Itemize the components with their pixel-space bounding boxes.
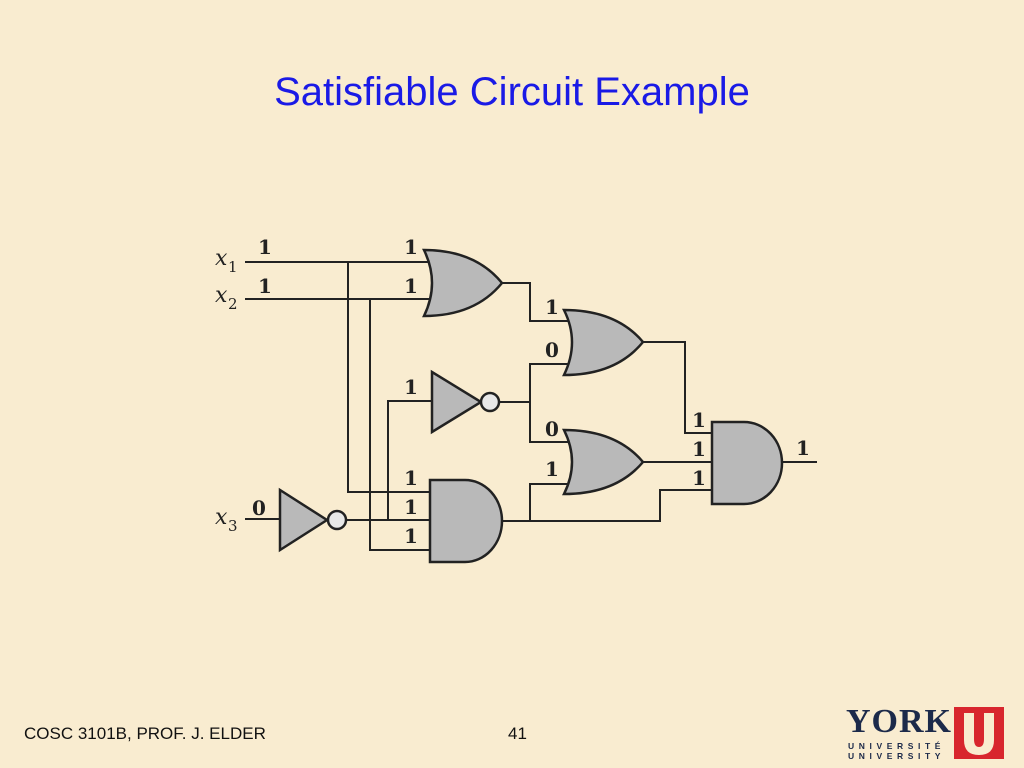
or1-input-bit: 1 xyxy=(404,235,418,259)
svg-text:3: 3 xyxy=(228,517,238,535)
circuit-diagram: x 1 x 2 x 3 1 1 0 1 1 1 1 1 1 1 0 0 1 1 … xyxy=(215,235,817,564)
or-gate-3 xyxy=(561,428,645,496)
and1-input-bit: 1 xyxy=(404,495,418,519)
or1-input-bit: 1 xyxy=(404,274,418,298)
or-gate-2 xyxy=(561,308,645,377)
not1-input-bit: 1 xyxy=(404,375,418,399)
slide-title: Satisfiable Circuit Example xyxy=(274,70,750,114)
and1-input-bit: 1 xyxy=(404,524,418,548)
input-value-x1: 1 xyxy=(258,235,272,259)
or3-input-bit: 0 xyxy=(545,417,559,441)
circuit-output-bit: 1 xyxy=(796,436,810,460)
york-logo-word: YORK xyxy=(846,703,952,740)
york-logo-line-en: UNIVERSITY xyxy=(848,751,946,761)
and2-input-bit: 1 xyxy=(692,408,706,432)
input-label-x3: x 3 xyxy=(215,505,238,535)
york-u-icon xyxy=(954,707,1004,759)
input-value-x3: 0 xyxy=(252,496,266,520)
or2-input-bit: 0 xyxy=(545,338,559,362)
and-gate-2 xyxy=(710,420,784,506)
svg-text:x: x xyxy=(215,246,228,271)
svg-text:1: 1 xyxy=(228,258,238,276)
or3-input-bit: 1 xyxy=(545,457,559,481)
not-gate-2 xyxy=(278,487,348,553)
svg-text:x: x xyxy=(215,505,228,530)
and-gate-1 xyxy=(428,478,504,564)
and1-input-bit: 1 xyxy=(404,466,418,490)
or2-input-bit: 1 xyxy=(545,295,559,319)
wires xyxy=(245,261,817,551)
svg-text:x: x xyxy=(215,283,228,308)
input-label-x2: x 2 xyxy=(215,283,238,313)
york-university-logo: YORK UNIVERSITÉ UNIVERSITY xyxy=(846,705,1006,761)
and2-input-bit: 1 xyxy=(692,437,706,461)
or-gate-1 xyxy=(422,248,504,318)
and2-input-bit: 1 xyxy=(692,466,706,490)
footer-course-label: COSC 3101B, PROF. J. ELDER xyxy=(24,724,266,743)
input-value-x2: 1 xyxy=(258,274,272,298)
input-label-x1: x 1 xyxy=(215,246,238,276)
page-number: 41 xyxy=(508,724,527,743)
york-logo-line-fr: UNIVERSITÉ xyxy=(848,741,946,751)
svg-text:2: 2 xyxy=(228,295,238,313)
not-gate-1 xyxy=(430,369,501,435)
